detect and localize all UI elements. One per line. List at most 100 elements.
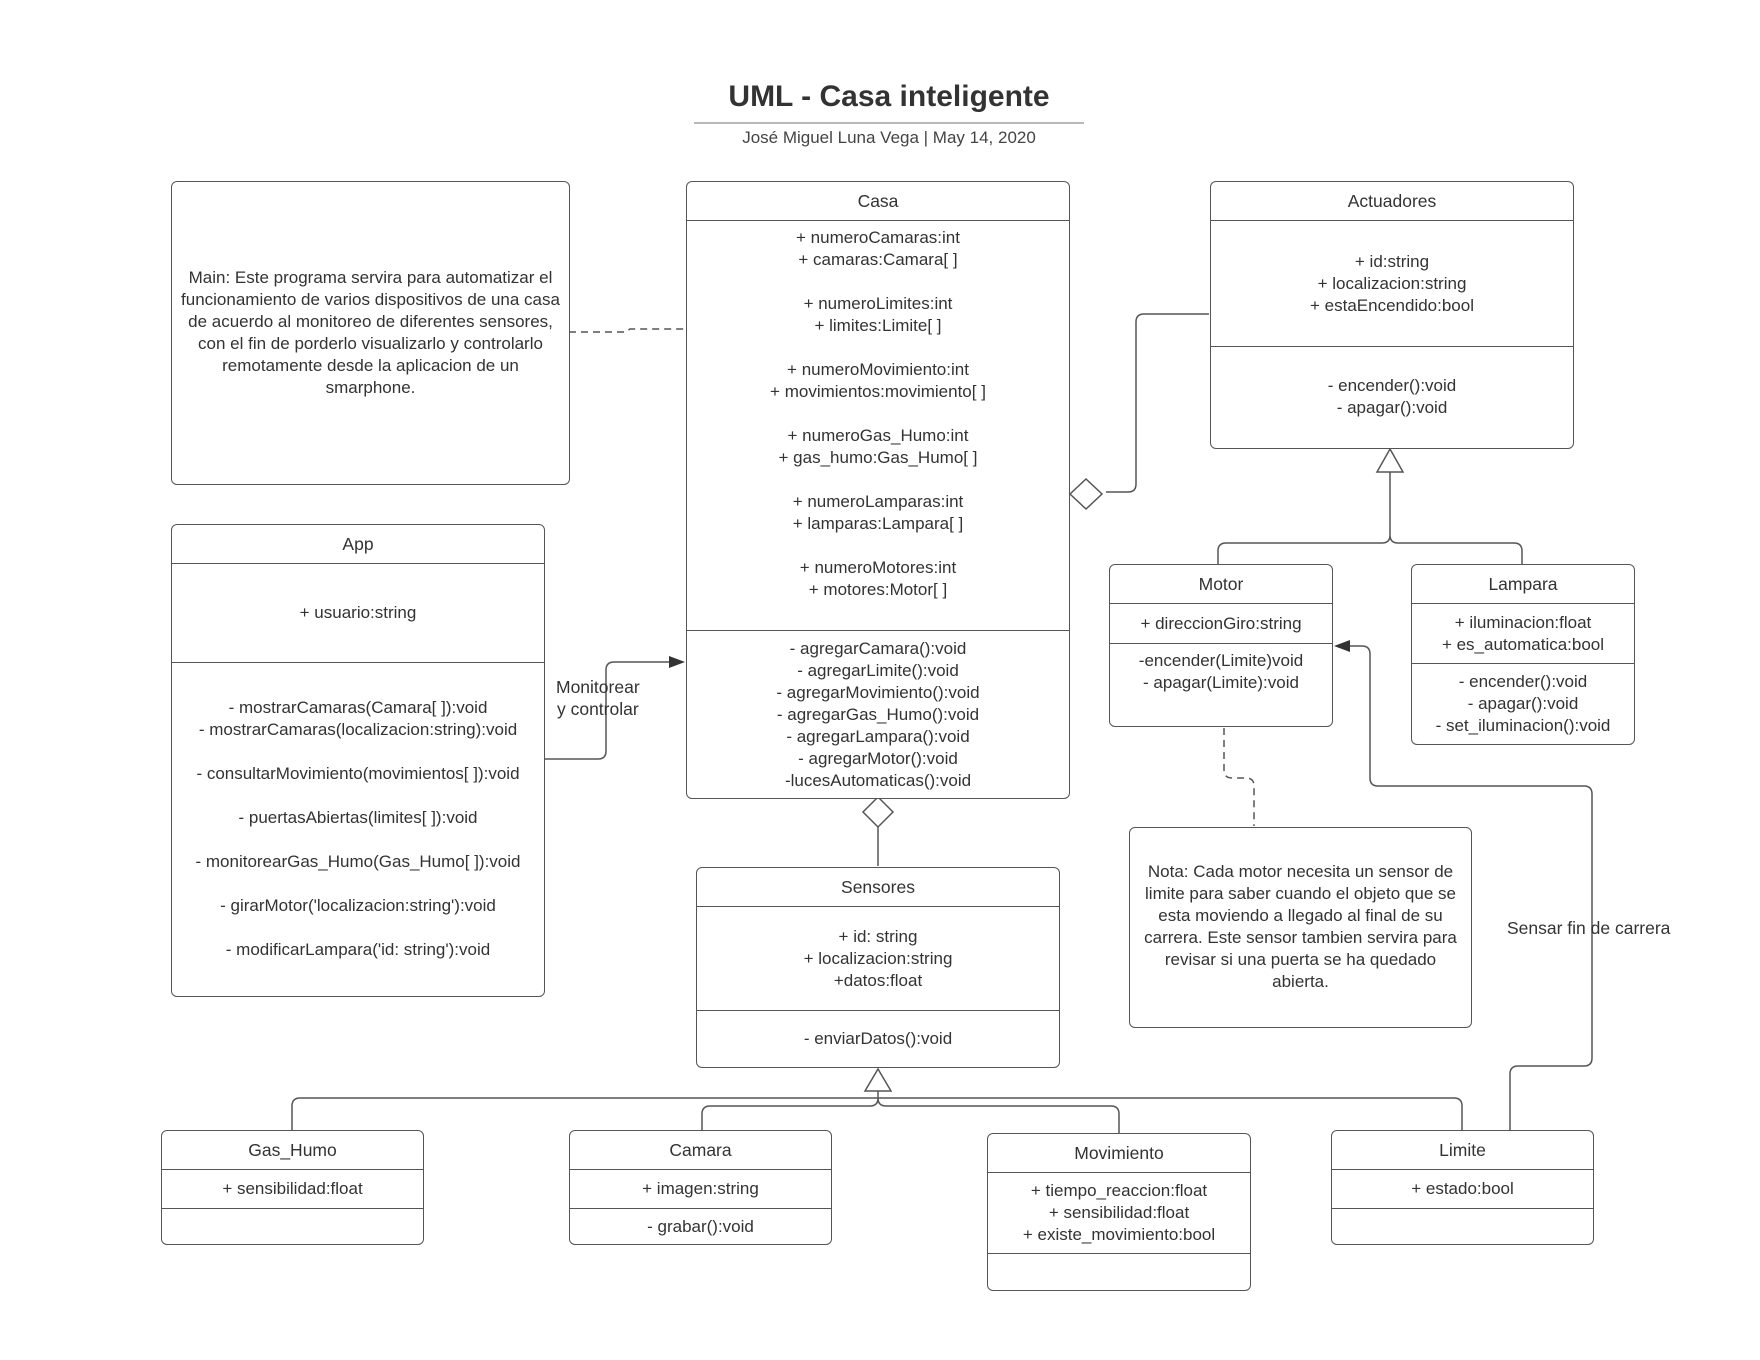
generalization-actuadores-tree bbox=[1217, 472, 1523, 564]
class-lampara-methods: - encender():void- apagar():void- set_il… bbox=[1412, 663, 1634, 743]
member-line: + localizacion:string bbox=[1317, 273, 1467, 293]
class-motor-name: Motor bbox=[1110, 565, 1332, 604]
member-line: + numeroLimites:int bbox=[803, 294, 953, 313]
member-line: + numeroLamparas:int bbox=[792, 492, 964, 511]
member-line: + sensibilidad:float bbox=[1048, 1203, 1190, 1222]
title-divider bbox=[694, 122, 1084, 124]
class-sensores[interactable]: Sensores + id: string+ localizacion:stri… bbox=[696, 867, 1060, 1068]
aggregation-casa-actuadores bbox=[1106, 313, 1209, 493]
member-line: + numeroMovimiento:int bbox=[787, 360, 969, 379]
member-line: + numeroMotores:int bbox=[799, 558, 957, 577]
class-camara-methods: - grabar():void bbox=[570, 1208, 831, 1244]
member-line: - mostrarCamaras(localizacion:string):vo… bbox=[198, 720, 518, 739]
class-sensores-attributes: + id: string+ localizacion:string+datos:… bbox=[697, 907, 1059, 1010]
member-line: + direccionGiro:string bbox=[1140, 613, 1302, 633]
class-motor[interactable]: Motor + direccionGiro:string -encender(L… bbox=[1109, 564, 1333, 727]
generalization-triangle-sensores bbox=[863, 1067, 893, 1092]
member-line: + iluminacion:float bbox=[1454, 612, 1592, 632]
member-line: - puertasAbiertas(limites[ ]):void bbox=[238, 808, 478, 827]
arrowhead-casa bbox=[669, 656, 685, 668]
member-line: + imagen:string bbox=[642, 1179, 759, 1198]
class-gas-humo-methods bbox=[162, 1208, 423, 1244]
class-camara-name: Camara bbox=[570, 1131, 831, 1170]
class-movimiento-attributes: + tiempo_reaccion:float + sensibilidad:fl… bbox=[988, 1173, 1250, 1253]
member-line: + estaEncendido:bool bbox=[1310, 295, 1474, 315]
class-actuadores[interactable]: Actuadores + id:string+ localizacion:str… bbox=[1210, 181, 1574, 449]
member-line: + usuario:string bbox=[299, 603, 417, 622]
class-lampara[interactable]: Lampara + iluminacion:float+ es_automati… bbox=[1411, 564, 1635, 745]
aggregation-diamond-sensores bbox=[861, 795, 895, 829]
member-line: - apagar(Limite):void bbox=[1143, 673, 1299, 692]
member-line: - enviarDatos():void bbox=[803, 1028, 953, 1048]
class-limite-attributes: + estado:bool bbox=[1332, 1170, 1593, 1208]
member-line: - agregarMovimiento():void bbox=[776, 682, 980, 702]
class-gas-humo-attributes: + sensibilidad:float bbox=[162, 1170, 423, 1208]
note-link-main-casa bbox=[569, 328, 685, 333]
aggregation-diamond-actuadores bbox=[1068, 477, 1104, 511]
class-camara-attributes: + imagen:string bbox=[570, 1170, 831, 1208]
class-sensores-methods: - enviarDatos():void bbox=[697, 1010, 1059, 1066]
member-line: + movimientos:movimiento[ ] bbox=[770, 382, 986, 401]
member-line: + es_automatica:bool bbox=[1441, 634, 1605, 654]
member-line: - agregarMotor():void bbox=[798, 748, 958, 768]
member-line: + id: string bbox=[838, 926, 918, 946]
member-line: - agregarCamara():void bbox=[789, 638, 967, 658]
member-line: - apagar():void bbox=[1336, 398, 1448, 417]
member-line: - set_iluminacion():void bbox=[1435, 715, 1611, 735]
class-actuadores-name: Actuadores bbox=[1211, 182, 1573, 221]
class-gas-humo-name: Gas_Humo bbox=[162, 1131, 423, 1170]
class-app[interactable]: App + usuario:string - mostrarCamaras(Ca… bbox=[171, 524, 545, 997]
class-limite-methods bbox=[1332, 1208, 1593, 1244]
diagram-subtitle: José Miguel Luna Vega | May 14, 2020 bbox=[742, 128, 1036, 147]
generalization-sensores-tree bbox=[291, 1091, 1463, 1133]
motor-note[interactable]: Nota: Cada motor necesita un sensor de l… bbox=[1129, 827, 1472, 1028]
class-casa-name: Casa bbox=[687, 182, 1069, 221]
class-lampara-name: Lampara bbox=[1412, 565, 1634, 604]
class-movimiento[interactable]: Movimiento + tiempo_reaccion:float + sens… bbox=[987, 1133, 1251, 1291]
class-motor-attributes: + direccionGiro:string bbox=[1110, 604, 1332, 643]
member-line: +datos:float bbox=[833, 970, 923, 990]
class-actuadores-attributes: + id:string+ localizacion:string+ estaEn… bbox=[1211, 221, 1573, 346]
class-movimiento-name: Movimiento bbox=[988, 1134, 1250, 1173]
member-line: + numeroCamaras:int bbox=[796, 228, 960, 247]
member-line: + existe_movimiento:bool bbox=[1022, 1225, 1216, 1244]
class-motor-methods: -encender(Limite)void - apagar(Limite):vo… bbox=[1110, 643, 1332, 725]
class-app-name: App bbox=[172, 525, 544, 564]
member-line: + lamparas:Lampara[ ] bbox=[792, 514, 964, 533]
member-line: - encender():void bbox=[1458, 671, 1588, 691]
main-note-text: Main: Este programa servira para automat… bbox=[181, 268, 560, 397]
member-line: - monitorearGas_Humo(Gas_Humo[ ]):void bbox=[195, 852, 521, 871]
class-lampara-attributes: + iluminacion:float+ es_automatica:bool bbox=[1412, 604, 1634, 663]
class-limite-name: Limite bbox=[1332, 1131, 1593, 1170]
class-limite[interactable]: Limite + estado:bool bbox=[1331, 1130, 1594, 1245]
class-casa-attributes: + numeroCamaras:int + camaras:Camara[ ] + … bbox=[687, 221, 1069, 630]
member-line: - mostrarCamaras(Camara[ ]):void bbox=[228, 698, 488, 717]
member-line: - agregarLampara():void bbox=[786, 726, 970, 746]
member-line: - encender():void bbox=[1327, 376, 1457, 395]
member-line: + gas_humo:Gas_Humo[ ] bbox=[778, 448, 978, 467]
member-line: + numeroGas_Humo:int bbox=[787, 426, 969, 445]
member-line: + limites:Limite[ ] bbox=[814, 316, 942, 335]
label-monitorear-controlar: Monitorear y controlar bbox=[556, 676, 640, 720]
member-line: - consultarMovimiento(movimientos[ ]):vo… bbox=[196, 764, 520, 783]
class-camara[interactable]: Camara + imagen:string - grabar():void bbox=[569, 1130, 832, 1245]
class-gas-humo[interactable]: Gas_Humo + sensibilidad:float bbox=[161, 1130, 424, 1245]
member-line: + sensibilidad:float bbox=[222, 1179, 363, 1198]
member-line: -encender(Limite)void bbox=[1138, 651, 1304, 670]
class-casa[interactable]: Casa + numeroCamaras:int + camaras:Camara… bbox=[686, 181, 1070, 799]
member-line: + estado:bool bbox=[1411, 1179, 1514, 1198]
class-movimiento-methods bbox=[988, 1253, 1250, 1290]
member-line: -lucesAutomaticas():void bbox=[784, 770, 972, 790]
class-app-attributes: + usuario:string bbox=[172, 564, 544, 662]
member-line: - apagar():void bbox=[1467, 693, 1579, 713]
member-line: + camaras:Camara[ ] bbox=[798, 250, 958, 269]
class-sensores-name: Sensores bbox=[697, 868, 1059, 907]
class-app-methods: - mostrarCamaras(Camara[ ]):void - mostra… bbox=[172, 662, 544, 995]
member-line: + tiempo_reaccion:float bbox=[1030, 1181, 1208, 1200]
member-line: - agregarLimite():void bbox=[797, 660, 959, 680]
label-sensar-fin-carrera: Sensar fin de carrera bbox=[1507, 918, 1671, 938]
class-casa-methods: - agregarCamara():void- agregarLimite():… bbox=[687, 630, 1069, 798]
main-note[interactable]: Main: Este programa servira para automat… bbox=[171, 181, 570, 485]
label-monitorear-line-2: y controlar bbox=[556, 699, 639, 719]
member-line: + motores:Motor[ ] bbox=[808, 580, 948, 599]
